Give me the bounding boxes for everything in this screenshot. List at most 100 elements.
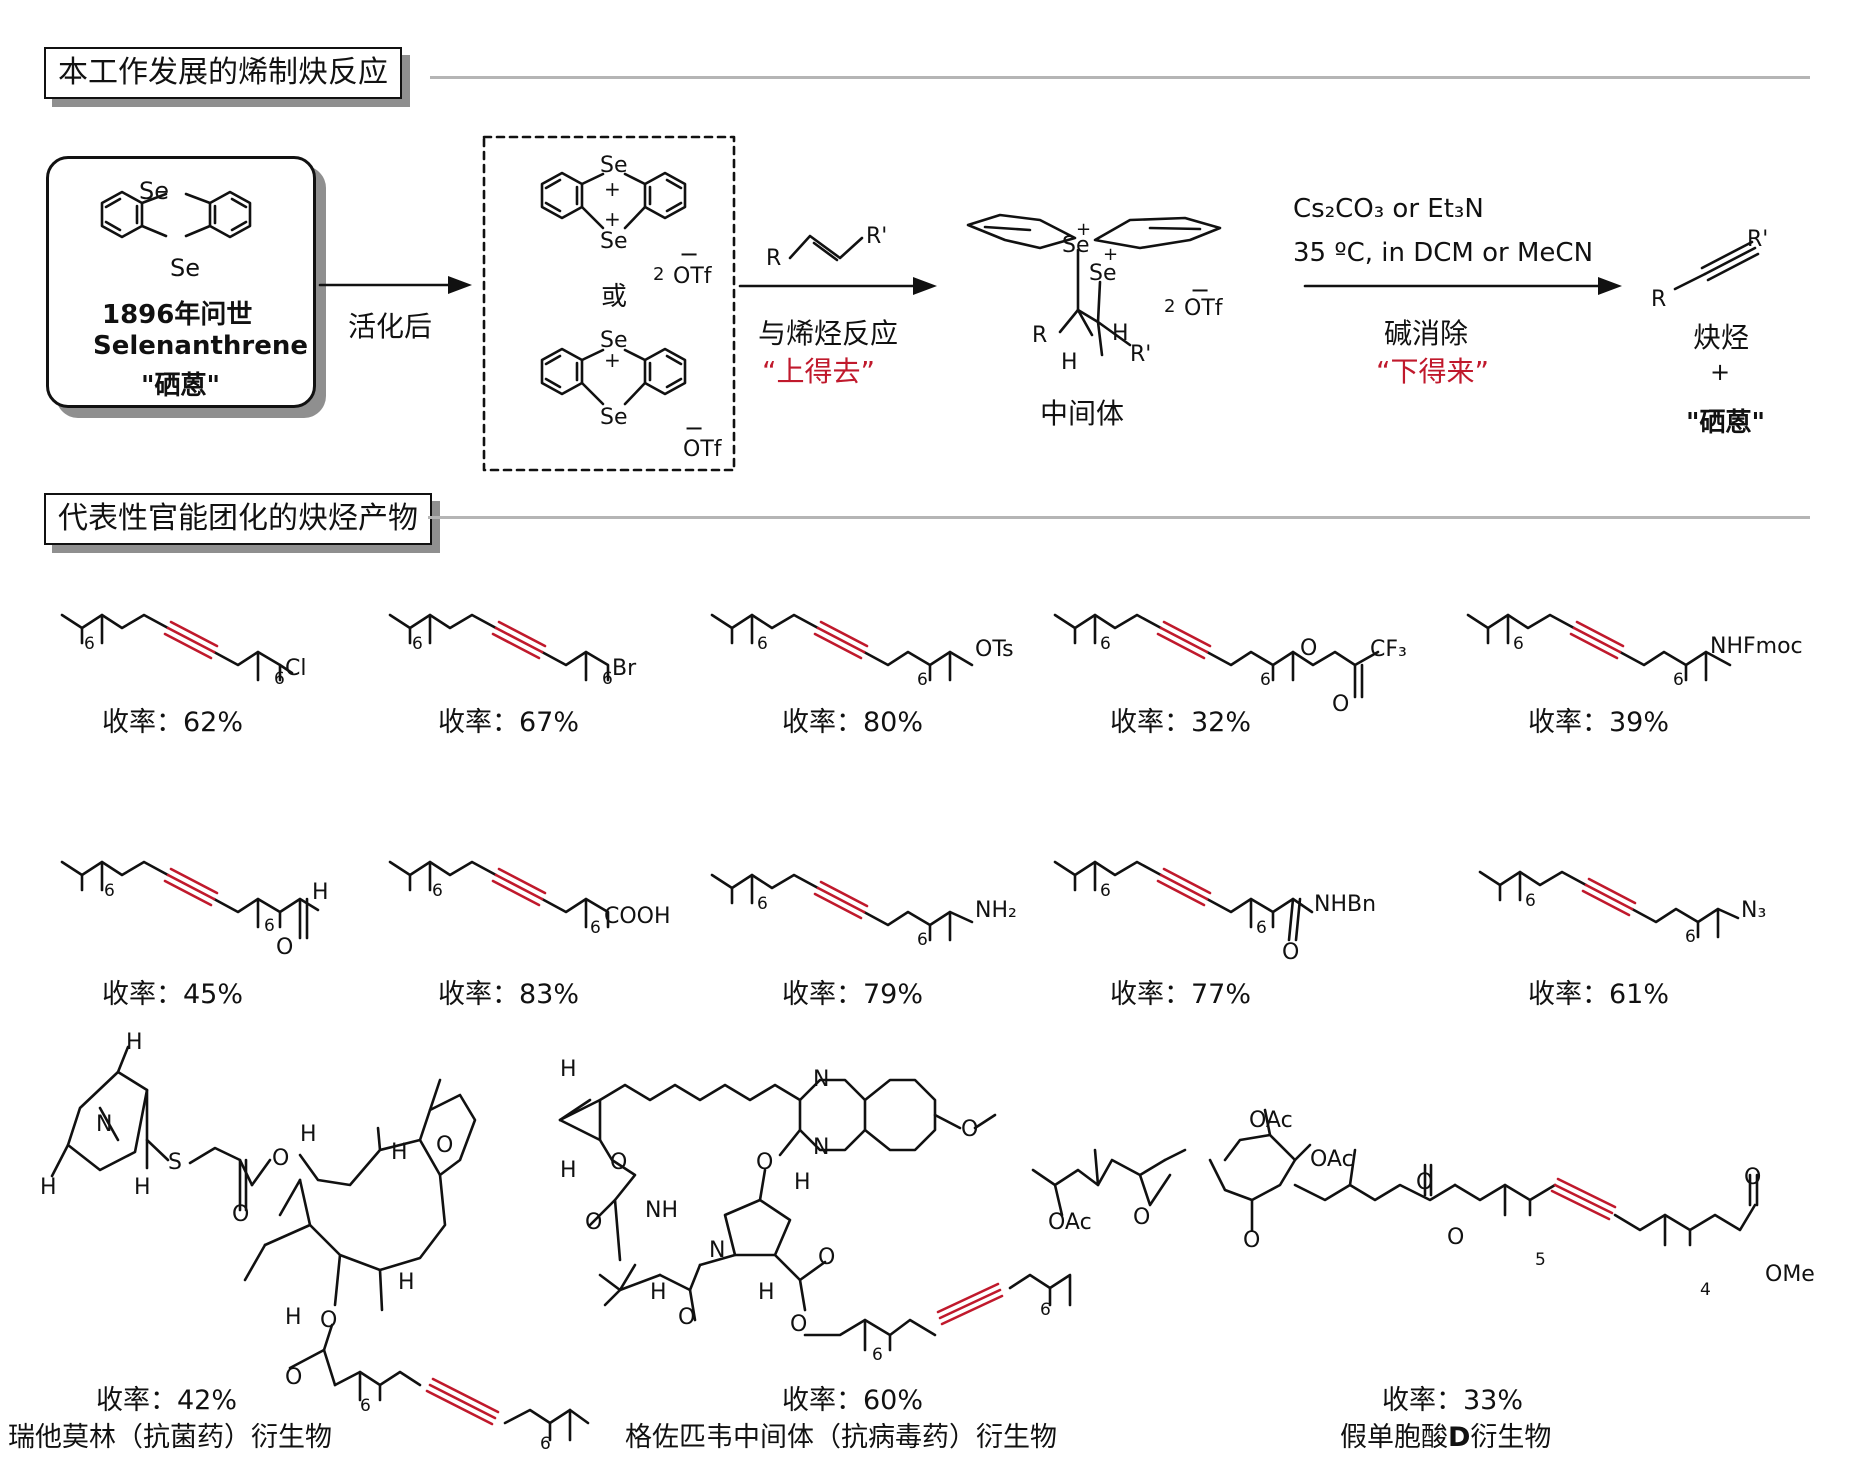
atom-r-prime: R' [1747, 227, 1769, 252]
repeat-count: 6 [432, 881, 443, 901]
drug-3-yield: 收率：33% [1382, 1385, 1524, 1416]
compound-7-yield: 收率：83% [438, 979, 580, 1010]
atom-o: O [1282, 940, 1300, 965]
atom-oac: OAc [1048, 1210, 1092, 1235]
compound-10-group: N₃ [1741, 898, 1767, 923]
atom-o: O [1332, 692, 1350, 717]
atom-se: Se [600, 153, 628, 178]
repeat-count: 5 [1535, 1250, 1546, 1270]
repeat-count: 6 [872, 1345, 883, 1365]
atom-oac: OAc [1310, 1147, 1354, 1172]
repeat-count: 6 [104, 881, 115, 901]
compound-5-skeleton [1466, 613, 1732, 682]
atom-o: O [1744, 1165, 1762, 1190]
atom-se: Se [600, 328, 628, 353]
atom-o: O [818, 1245, 836, 1270]
repeat-count: 6 [602, 669, 613, 689]
repeat-count: 6 [1260, 670, 1271, 690]
compound-4-skeleton [1053, 613, 1380, 699]
atom-h: H [794, 1170, 811, 1195]
otf-count: 2 [653, 264, 665, 285]
atom-r: R [1651, 287, 1667, 312]
atom-o: O [1243, 1228, 1261, 1253]
atom-oac: OAc [1249, 1108, 1293, 1133]
intermediate-label: 中间体 [1040, 397, 1125, 430]
dashed-box-species [482, 135, 736, 472]
elimination-label: 碱消除 [1384, 317, 1469, 350]
selenanthrene-name: Selenanthrene [93, 331, 309, 361]
compound-1-group: Cl [285, 656, 307, 681]
repeat-count: 6 [264, 916, 275, 936]
atom-o: O [756, 1150, 774, 1175]
atom-se: Se [600, 229, 628, 254]
atom-o: O [1300, 636, 1318, 661]
atom-h: H [560, 1158, 577, 1183]
atom-n: N [813, 1135, 830, 1160]
compound-6-yield: 收率：45% [102, 979, 244, 1010]
charge-minus: − [1190, 276, 1211, 304]
atom-o: O [1447, 1225, 1465, 1250]
atom-o: O [276, 935, 294, 960]
atom-nh: NH [645, 1198, 678, 1223]
alkene-structure [788, 234, 864, 260]
compound-4-group: CF₃ [1370, 637, 1407, 662]
otf-label: OTf [673, 264, 712, 289]
compound-9-group: NHBn [1314, 892, 1377, 917]
or-label: 或 [601, 282, 628, 312]
repeat-count: 6 [1673, 670, 1684, 690]
product-plus: + [1710, 358, 1731, 386]
repeat-count: 4 [1700, 1280, 1711, 1300]
atom-o: O [610, 1150, 628, 1175]
repeat-count: 6 [1256, 918, 1267, 938]
atom-se: Se [1062, 233, 1090, 258]
atom-h: H [758, 1280, 775, 1305]
compound-9-yield: 收率：77% [1110, 979, 1252, 1010]
atom-h: H [1112, 321, 1129, 346]
selenanthrene-year: 1896年问世 [102, 300, 253, 330]
otf-label: OTf [683, 437, 722, 462]
drug-1-yield: 收率：42% [96, 1385, 238, 1416]
atom-se: Se [600, 405, 628, 430]
atom-o: O [232, 1202, 250, 1227]
repeat-count: 6 [917, 670, 928, 690]
atom-o: O [320, 1308, 338, 1333]
grazoprevir-skeleton [558, 1078, 1072, 1352]
repeat-count: 6 [757, 634, 768, 654]
atom-h: H [1061, 350, 1078, 375]
atom-h: H [40, 1175, 57, 1200]
repeat-count: 6 [1513, 634, 1524, 654]
section-rule-2 [428, 516, 1810, 519]
compound-3-skeleton [710, 613, 974, 682]
compound-2-skeleton [388, 613, 610, 682]
intermediate-structure [966, 213, 1222, 357]
product-alkyne-label: 炔烃 [1693, 321, 1750, 354]
selenanthrene-cn-name: "硒蒽" [141, 371, 221, 401]
compound-1-yield: 收率：62% [102, 707, 244, 738]
elimination-reagent: Cs₂CO₃ or Et₃N [1293, 194, 1484, 224]
compound-4-yield: 收率：32% [1110, 707, 1252, 738]
atom-h: H [285, 1305, 302, 1330]
atom-h: H [126, 1030, 143, 1055]
compound-3-group: OTs [975, 637, 1014, 662]
atom-se: Se [170, 254, 200, 282]
dication-structure [540, 171, 687, 230]
alkene-step-label: 与烯烃反应 [758, 317, 899, 350]
atom-o: O [272, 1146, 290, 1171]
compound-7-group: COOH [604, 904, 671, 929]
drug-1-name: 瑞他莫林（抗菌药）衍生物 [8, 1422, 332, 1453]
compound-10-skeleton [1478, 870, 1740, 939]
atom-se: Se [139, 177, 169, 205]
compound-8-yield: 收率：79% [782, 979, 924, 1010]
charge-plus: + [604, 177, 621, 201]
atom-o: O [961, 1117, 979, 1142]
otf-label: OTf [1184, 296, 1223, 321]
compound-2-group: Br [612, 656, 637, 681]
atom-r-prime: R' [866, 224, 888, 249]
section-rule-1 [430, 76, 1810, 79]
drug-2-yield: 收率：60% [782, 1385, 924, 1416]
atom-n: N [709, 1238, 726, 1263]
atom-o: O [790, 1312, 808, 1337]
compound-2-yield: 收率：67% [438, 707, 580, 738]
selenanthrene-structure [100, 190, 252, 239]
